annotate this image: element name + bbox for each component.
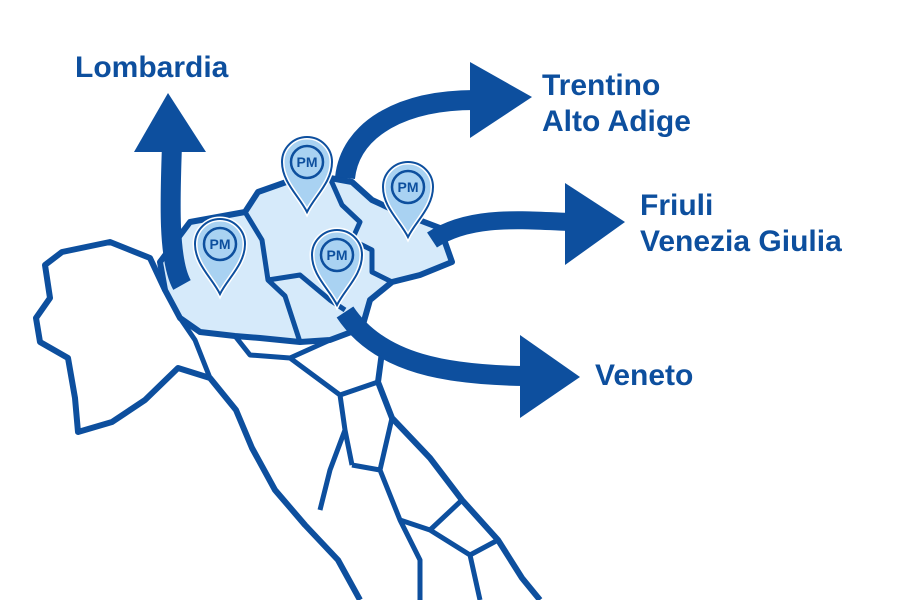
label-trentino-alto-adige: Trentino Alto Adige [542,68,691,140]
arrow-veneto-shaft [336,306,526,386]
arrow-lombardia-shaft [160,144,192,290]
arrow-trentino-shaft [335,90,476,180]
italy-outline [33,239,543,600]
label-trentino-line1: Trentino [542,69,661,102]
map-pin-veneto: PM [309,227,365,311]
pin-label: PM [327,247,348,263]
map-pin-trentino-alto-adige: PM [279,134,335,218]
label-friuli-line1: Friuli [640,189,714,222]
pin-label: PM [297,154,318,170]
label-veneto: Veneto [595,359,694,392]
arrow-veneto-head [520,335,580,418]
label-friuli-line2: Venezia Giulia [640,225,842,258]
arrow-friuli-head [565,183,625,265]
pin-label: PM [398,179,419,195]
label-lombardia: Lombardia [75,51,229,84]
label-trentino-line2: Alto Adige [542,105,691,138]
arrow-friuli-shaft [427,211,571,248]
map-pin-friuli-venezia-giulia: PM [380,159,436,243]
pin-label: PM [210,236,231,252]
arrow-trentino-head [470,62,532,138]
label-friuli-venezia-giulia: Friuli Venezia Giulia [640,188,842,260]
arrow-lombardia-head [134,93,206,152]
map-pin-lombardia: PM [192,216,248,300]
highlighted-north-regions [157,175,455,345]
